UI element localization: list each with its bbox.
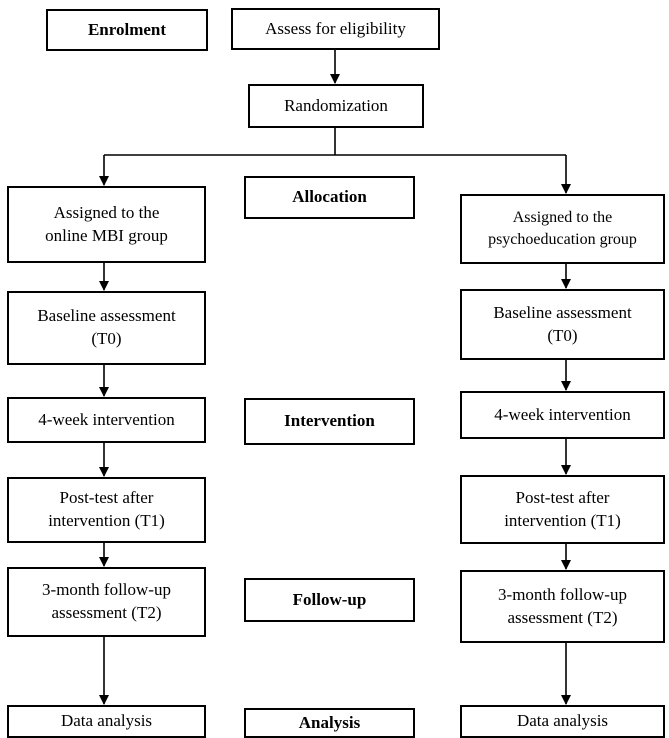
stage-intervention-label: Intervention — [284, 411, 375, 431]
left-baseline-box: Baseline assessment (T0) — [7, 291, 206, 365]
left-posttest-line1: Post-test after — [59, 488, 154, 508]
left-analysis-box: Data analysis — [7, 705, 206, 738]
assess-eligibility-label: Assess for eligibility — [265, 18, 406, 38]
right-posttest-line2: intervention (T1) — [504, 510, 621, 530]
stage-enrolment: Enrolment — [46, 9, 208, 51]
right-posttest-line1: Post-test after — [515, 487, 610, 507]
left-analysis-label: Data analysis — [60, 711, 153, 731]
right-followup-line2: assessment (T2) — [507, 607, 618, 627]
right-baseline-box: Baseline assessment (T0) — [460, 289, 665, 360]
stage-allocation-label: Allocation — [292, 187, 367, 207]
right-analysis-label: Data analysis — [516, 711, 609, 731]
left-intervention-box: 4-week intervention — [7, 397, 206, 443]
randomization-label: Randomization — [284, 95, 388, 115]
stage-analysis-label: Analysis — [298, 712, 361, 732]
left-baseline-line2: (T0) — [91, 329, 122, 348]
stage-intervention: Intervention — [244, 398, 415, 445]
right-assigned-box: Assigned to the psychoeducation group — [460, 194, 665, 264]
stage-analysis: Analysis — [244, 708, 415, 738]
right-baseline-line2: (T0) — [547, 325, 578, 345]
assess-eligibility-box: Assess for eligibility — [231, 8, 440, 50]
stage-follow-up: Follow-up — [244, 578, 415, 622]
right-followup-box: 3-month follow-up assessment (T2) — [460, 570, 665, 643]
right-baseline-line1: Baseline assessment — [493, 302, 632, 322]
left-baseline-line1: Baseline assessment — [37, 306, 176, 326]
right-posttest-box: Post-test after intervention (T1) — [460, 475, 665, 544]
left-followup-line2: assessment (T2) — [51, 603, 162, 622]
right-intervention-box: 4-week intervention — [460, 391, 665, 439]
stage-follow-up-label: Follow-up — [292, 589, 367, 609]
right-analysis-box: Data analysis — [460, 705, 665, 738]
left-assigned-line1: Assigned to the — [53, 202, 160, 222]
left-assigned-line2: online MBI group — [45, 225, 168, 245]
left-posttest-line2: intervention (T1) — [48, 511, 165, 530]
left-followup-line1: 3-month follow-up — [42, 580, 171, 600]
stage-enrolment-label: Enrolment — [87, 19, 167, 39]
left-followup-box: 3-month follow-up assessment (T2) — [7, 567, 206, 637]
left-posttest-box: Post-test after intervention (T1) — [7, 477, 206, 543]
randomization-box: Randomization — [248, 84, 424, 128]
right-followup-line1: 3-month follow-up — [498, 584, 627, 604]
right-intervention-label: 4-week intervention — [494, 404, 631, 424]
stage-allocation: Allocation — [244, 176, 415, 219]
right-assigned-line2: psychoeducation group — [488, 231, 637, 248]
right-assigned-line1: Assigned to the — [512, 209, 613, 227]
left-assigned-box: Assigned to the online MBI group — [7, 186, 206, 263]
left-intervention-label: 4-week intervention — [38, 409, 175, 429]
